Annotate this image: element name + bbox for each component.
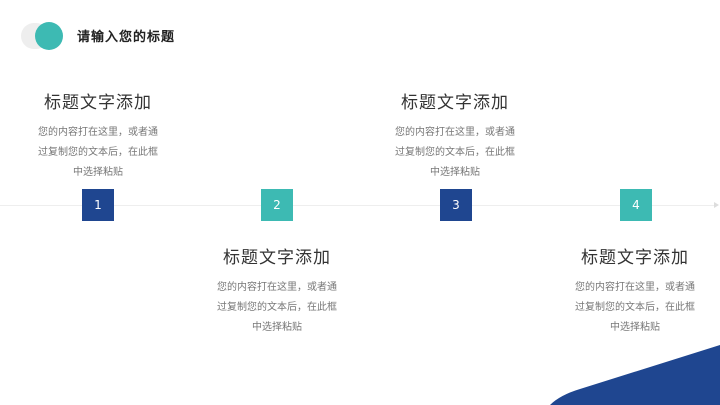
step-body: 您的内容打在这里，或者通过复制您的文本后，在此框中选择粘贴: [38, 127, 158, 178]
step-title: 标题文字添加: [401, 93, 509, 113]
step-marker-1: 1: [82, 189, 114, 221]
corner-decoration: [550, 345, 720, 405]
step-title: 标题文字添加: [44, 93, 152, 113]
step-marker-2: 2: [261, 189, 293, 221]
step-title: 标题文字添加: [581, 248, 689, 268]
timeline-line: [0, 205, 716, 206]
step-block-2: 标题文字添加 您的内容打在这里，或者通过复制您的文本后，在此框中选择粘贴: [207, 243, 347, 338]
logo-teal-circle: [35, 22, 63, 50]
step-body: 您的内容打在这里，或者通过复制您的文本后，在此框中选择粘贴: [217, 282, 337, 333]
step-block-3: 标题文字添加 您的内容打在这里，或者通过复制您的文本后，在此框中选择粘贴: [385, 88, 525, 183]
page-title: 请输入您的标题: [77, 30, 176, 45]
step-body: 您的内容打在这里，或者通过复制您的文本后，在此框中选择粘贴: [395, 127, 515, 178]
step-body: 您的内容打在这里，或者通过复制您的文本后，在此框中选择粘贴: [575, 282, 695, 333]
step-block-4: 标题文字添加 您的内容打在这里，或者通过复制您的文本后，在此框中选择粘贴: [565, 243, 705, 338]
step-title: 标题文字添加: [223, 248, 331, 268]
step-block-1: 标题文字添加 您的内容打在这里，或者通过复制您的文本后，在此框中选择粘贴: [28, 88, 168, 183]
step-marker-3: 3: [440, 189, 472, 221]
step-marker-4: 4: [620, 189, 652, 221]
timeline-arrow-icon: [714, 202, 719, 208]
